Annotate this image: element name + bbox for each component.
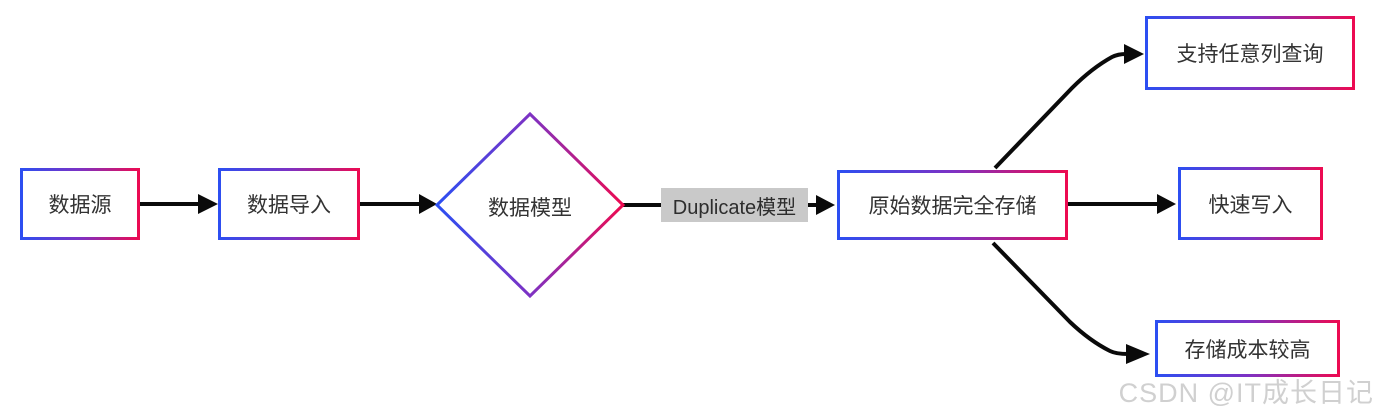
- edge-label-duplicate-model: Duplicate模型: [661, 188, 808, 222]
- arrowhead-icon: [816, 195, 835, 215]
- node-data-import: 数据导入: [218, 168, 360, 240]
- node-label: 存储成本较高: [1158, 323, 1337, 374]
- node-model-diamond: [434, 111, 626, 299]
- arrowhead-icon: [1126, 344, 1150, 364]
- node-label: 支持任意列查询: [1148, 19, 1352, 87]
- arrow-storage-to-cost: [991, 241, 1129, 356]
- node-label: 数据导入: [221, 171, 357, 237]
- node-arbitrary-column-query: 支持任意列查询: [1145, 16, 1355, 90]
- arrow-storage-to-query: [993, 52, 1127, 170]
- node-high-storage-cost: 存储成本较高: [1155, 320, 1340, 377]
- node-data-source: 数据源: [20, 168, 140, 240]
- arrowhead-icon: [1157, 194, 1176, 214]
- arrowhead-icon: [198, 194, 218, 214]
- node-label: 原始数据完全存储: [840, 173, 1065, 237]
- node-fast-write: 快速写入: [1178, 167, 1323, 240]
- node-data-model-label: 数据模型: [488, 197, 572, 220]
- node-label: 数据源: [23, 171, 137, 237]
- node-label: 快速写入: [1181, 170, 1320, 237]
- arrowhead-icon: [419, 194, 437, 214]
- node-raw-data-storage: 原始数据完全存储: [837, 170, 1068, 240]
- csdn-watermark: CSDN @IT成长日记: [1118, 378, 1374, 408]
- arrowhead-icon: [1124, 44, 1144, 64]
